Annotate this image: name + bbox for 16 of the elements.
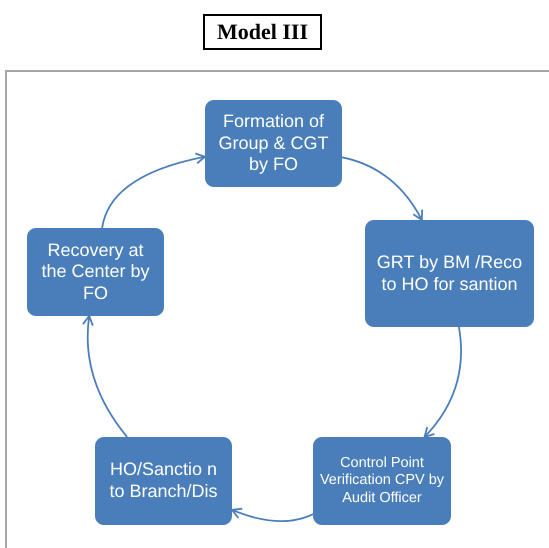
process-box: [27, 228, 164, 316]
curved-arrow: [82, 315, 128, 438]
diagram-title: Model III: [203, 14, 322, 50]
box-text: GRT by BM /Reco to HO for santion: [376, 252, 524, 296]
curved-arrow: [101, 152, 206, 228]
curved-arrow: [424, 326, 462, 438]
process-box: [95, 437, 232, 525]
curved-arrow: [342, 156, 423, 221]
box-text: Formation of Group & CGT by FO: [217, 111, 330, 176]
process-box: [365, 220, 534, 327]
box-text: Recovery at the Center by FO: [40, 240, 151, 304]
process-box: [205, 100, 342, 187]
box-text: HO/Sanctio n to Branch/Dis: [108, 459, 219, 503]
box-text: Control Point Verification CPV by Audit Officer: [319, 454, 445, 508]
curved-arrow: [231, 508, 314, 522]
process-box: [313, 437, 451, 525]
